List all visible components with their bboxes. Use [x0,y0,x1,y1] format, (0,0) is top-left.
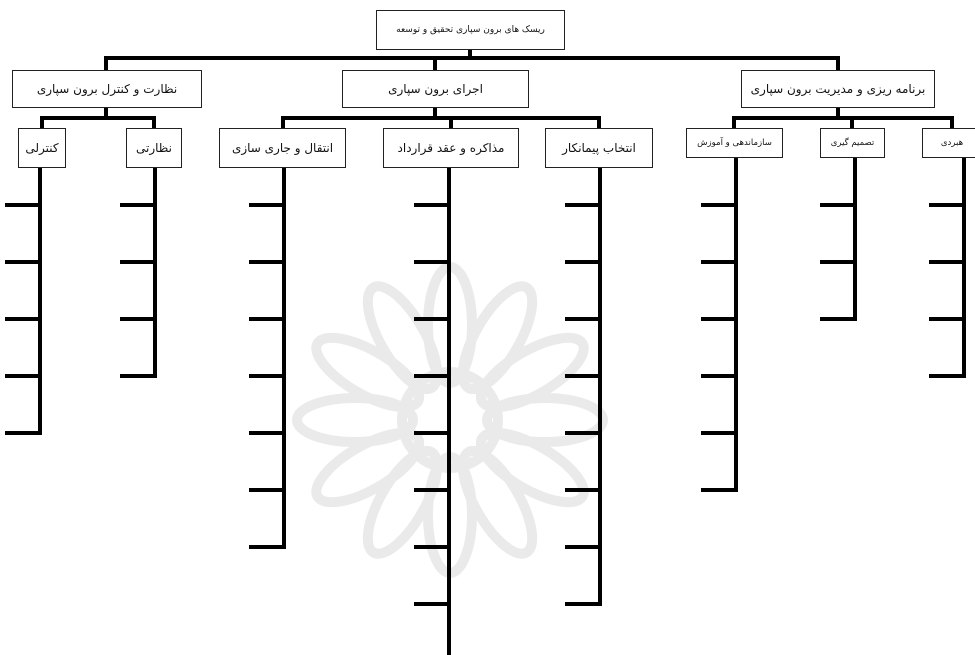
watermark-petal [292,393,418,447]
sub-label: انتخاب پیمانکار [562,141,636,155]
sub-decision-making: تصمیم گیری [820,128,885,158]
category-label: نظارت و کنترل برون سپاری [36,82,178,96]
watermark-petal [457,281,538,395]
empty-slot-ticks [5,156,966,655]
watermark-petal [311,427,425,508]
category-monitoring-control: نظارت و کنترل برون سپاری [12,70,202,108]
watermark-petal [311,332,425,413]
sub-label: مذاکره و عقد قرارداد [397,141,505,155]
sub-label: تصمیم گیری [830,138,875,148]
watermark-petal [362,445,443,559]
sub-contractor-selection: انتخاب پیمانکار [545,128,653,168]
watermark-petal [457,445,538,559]
watermark-petal [362,281,443,395]
sub-label: سازماندهی و آموزش [697,138,772,148]
sub-transfer-implementation: انتقال و جاری سازی [219,128,346,168]
watermark-petal [475,427,589,508]
category-label: اجرای برون سپاری [388,82,483,96]
sub-monitoring: نظارتی [126,128,182,168]
sub-organization-training: سازماندهی و آموزش [686,128,783,158]
sub-label: هبردی [940,138,964,148]
connector-lines [40,48,954,130]
sub-label: نظارتی [136,141,172,155]
category-label: برنامه ریزی و مدیریت برون سپاری [750,82,926,96]
root-label: ریسک های برون سپاری تحقیق و توسعه [396,25,545,35]
sub-label: انتقال و جاری سازی [231,141,334,155]
sub-control: کنترلی [18,128,66,168]
root-node: ریسک های برون سپاری تحقیق و توسعه [376,10,565,50]
watermark-petal [482,393,608,447]
sub-strategic: هبردی [922,128,975,158]
sub-label: کنترلی [25,141,59,155]
watermark-petal [475,332,589,413]
sub-negotiation-contract: مذاکره و عقد قرارداد [383,128,519,168]
category-execution: اجرای برون سپاری [342,70,529,108]
category-planning-management: برنامه ریزی و مدیریت برون سپاری [741,70,935,108]
